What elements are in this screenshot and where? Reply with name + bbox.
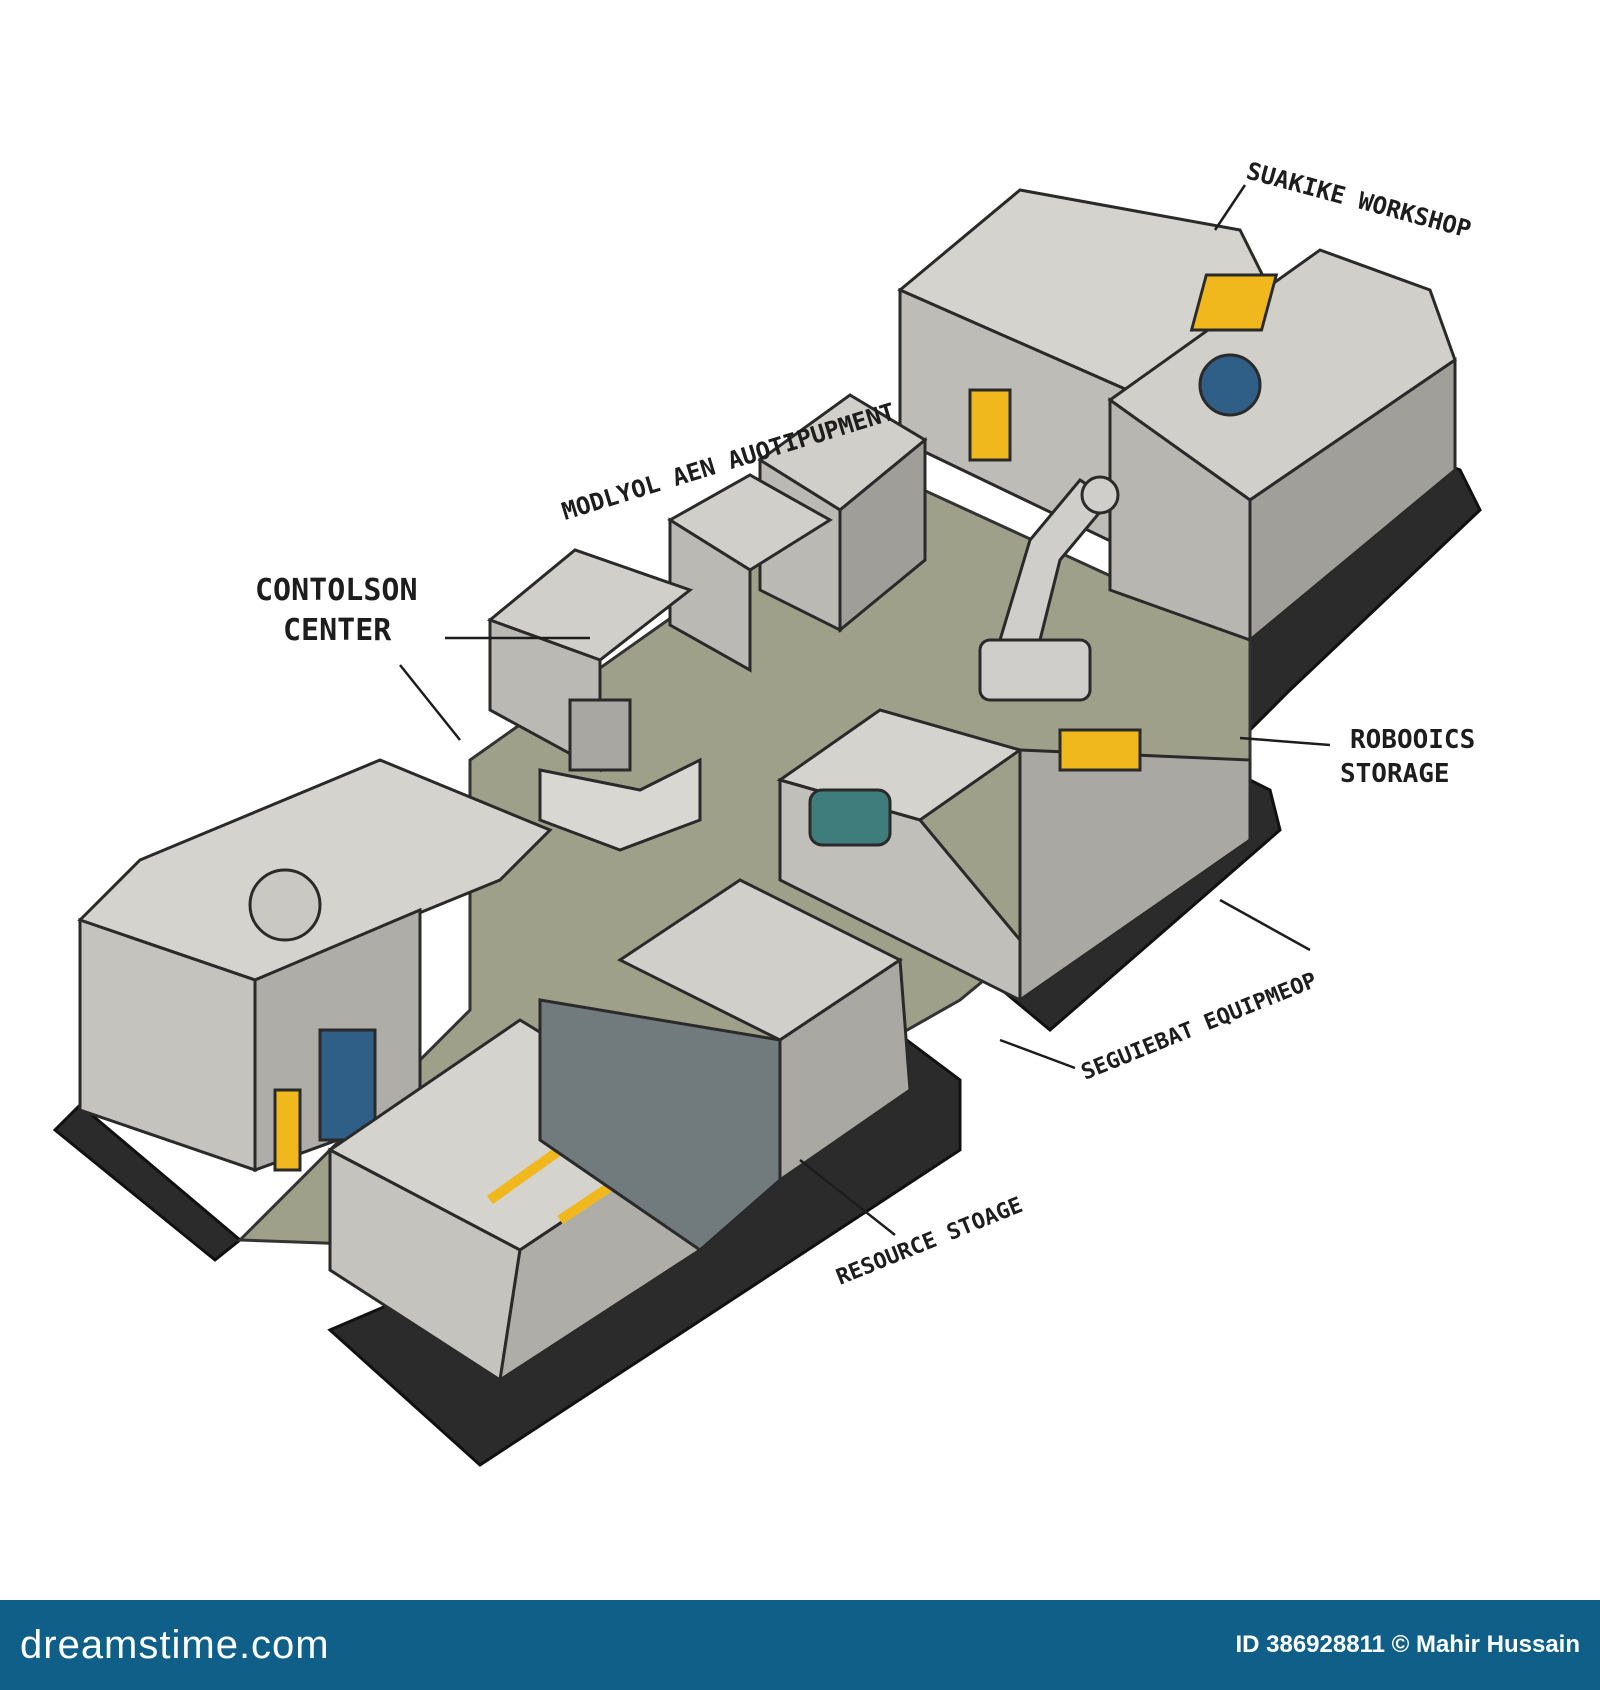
rover-base-diagram: CONTOLSON CENTER MODLYOL AEN AUOTIPUPMEN… <box>52 157 1482 1467</box>
robotics-yellow-panel <box>1189 273 1279 332</box>
label-control-center-line1: CONTOLSON <box>255 573 418 608</box>
yellow-door-frame <box>273 1088 302 1172</box>
front-left-module <box>77 758 553 1173</box>
robotics-fan <box>1198 353 1262 417</box>
leader-lines <box>399 184 1331 1236</box>
workshop-door <box>968 388 1012 462</box>
footer-logo[interactable]: dreamstime.com <box>20 1622 330 1667</box>
label-robotics-storage-line2: STORAGE <box>1340 759 1450 789</box>
footer-credit: ID 386928811 © Mahir Hussain <box>1235 1631 1580 1658</box>
robot-arm-base <box>568 698 632 772</box>
storage-window <box>808 788 892 847</box>
robotics-module <box>1107 248 1457 644</box>
robot-arm <box>978 475 1120 702</box>
hatch-round <box>248 868 322 942</box>
label-surface-workshop: SUAKIKE WORKSHOP <box>1243 157 1474 244</box>
label-robotics-storage-line1: ROBOOICS <box>1350 725 1475 755</box>
segment-equipment-module <box>538 878 912 1252</box>
storage-yellow-crate <box>1058 728 1142 772</box>
label-control-center-line2: CENTER <box>283 613 392 648</box>
robotics-storage-module <box>776 708 1252 1003</box>
footer-bar: dreamstime.com ID 386928811 © Mahir Huss… <box>0 1600 1600 1690</box>
label-segment-equipment: SEGUIEBAT EQUIPMEOP <box>1078 968 1321 1085</box>
modular-equipment-modules <box>667 393 928 673</box>
control-center-module <box>487 548 702 852</box>
